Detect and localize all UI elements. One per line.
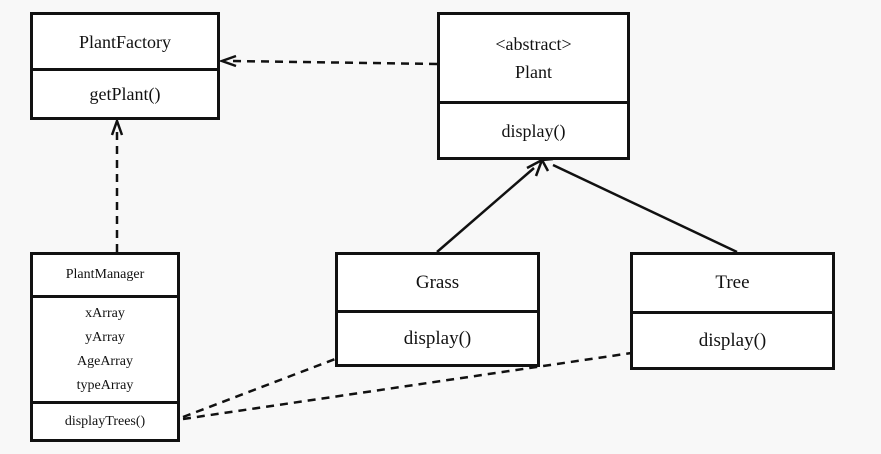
attribute-label: typeArray [76,377,134,393]
attribute-label: xArray [85,305,125,321]
section-divider [633,311,832,314]
methods-section: getPlant() [33,71,217,117]
attribute-label: AgeArray [77,353,133,369]
class-name-section: Grass [338,255,537,310]
arrowhead-tree-plant [539,157,554,172]
plant-factory-class: PlantFactory getPlant() [30,12,220,120]
methods-section: display() [440,104,627,157]
methods-section: display() [338,313,537,364]
methods-section: displayTrees() [33,404,177,439]
method-label: getPlant() [89,84,161,104]
attributes-section: xArray yArray AgeArray typeArray [33,298,177,401]
section-divider [33,68,217,71]
inheritance-tree-to-plant [552,163,738,254]
class-name: PlantManager [65,267,145,282]
class-name: Grass [415,271,460,293]
class-name: PlantFactory [79,31,171,52]
arrowhead-manager-factory [110,117,124,136]
method-label: display() [698,329,767,351]
class-name-section: PlantManager [33,255,177,295]
methods-section: display() [633,314,832,367]
dependency-plant-to-factory [232,59,438,66]
inheritance-grass-to-plant [436,167,535,253]
stereotype-label: <abstract> [495,34,572,54]
plant-class: <abstract> Plant display() [437,12,630,160]
class-name-section: PlantFactory [33,15,217,68]
arrowhead-plant-factory [218,54,237,68]
class-name: Plant [514,62,552,82]
section-divider [440,101,627,104]
section-divider [33,401,177,404]
class-name-section: Tree [633,255,832,311]
class-name: Tree [715,272,750,293]
section-divider [33,295,177,298]
tree-class: Tree display() [630,252,835,370]
attribute-label: yArray [85,329,125,345]
section-divider [338,310,537,313]
method-label: display() [501,120,566,141]
grass-class: Grass display() [335,252,540,367]
method-label: displayTrees() [64,413,146,429]
plant-manager-class: PlantManager xArray yArray AgeArray type… [30,252,180,442]
class-name-section: <abstract> Plant [440,15,627,101]
method-label: display() [403,327,472,349]
